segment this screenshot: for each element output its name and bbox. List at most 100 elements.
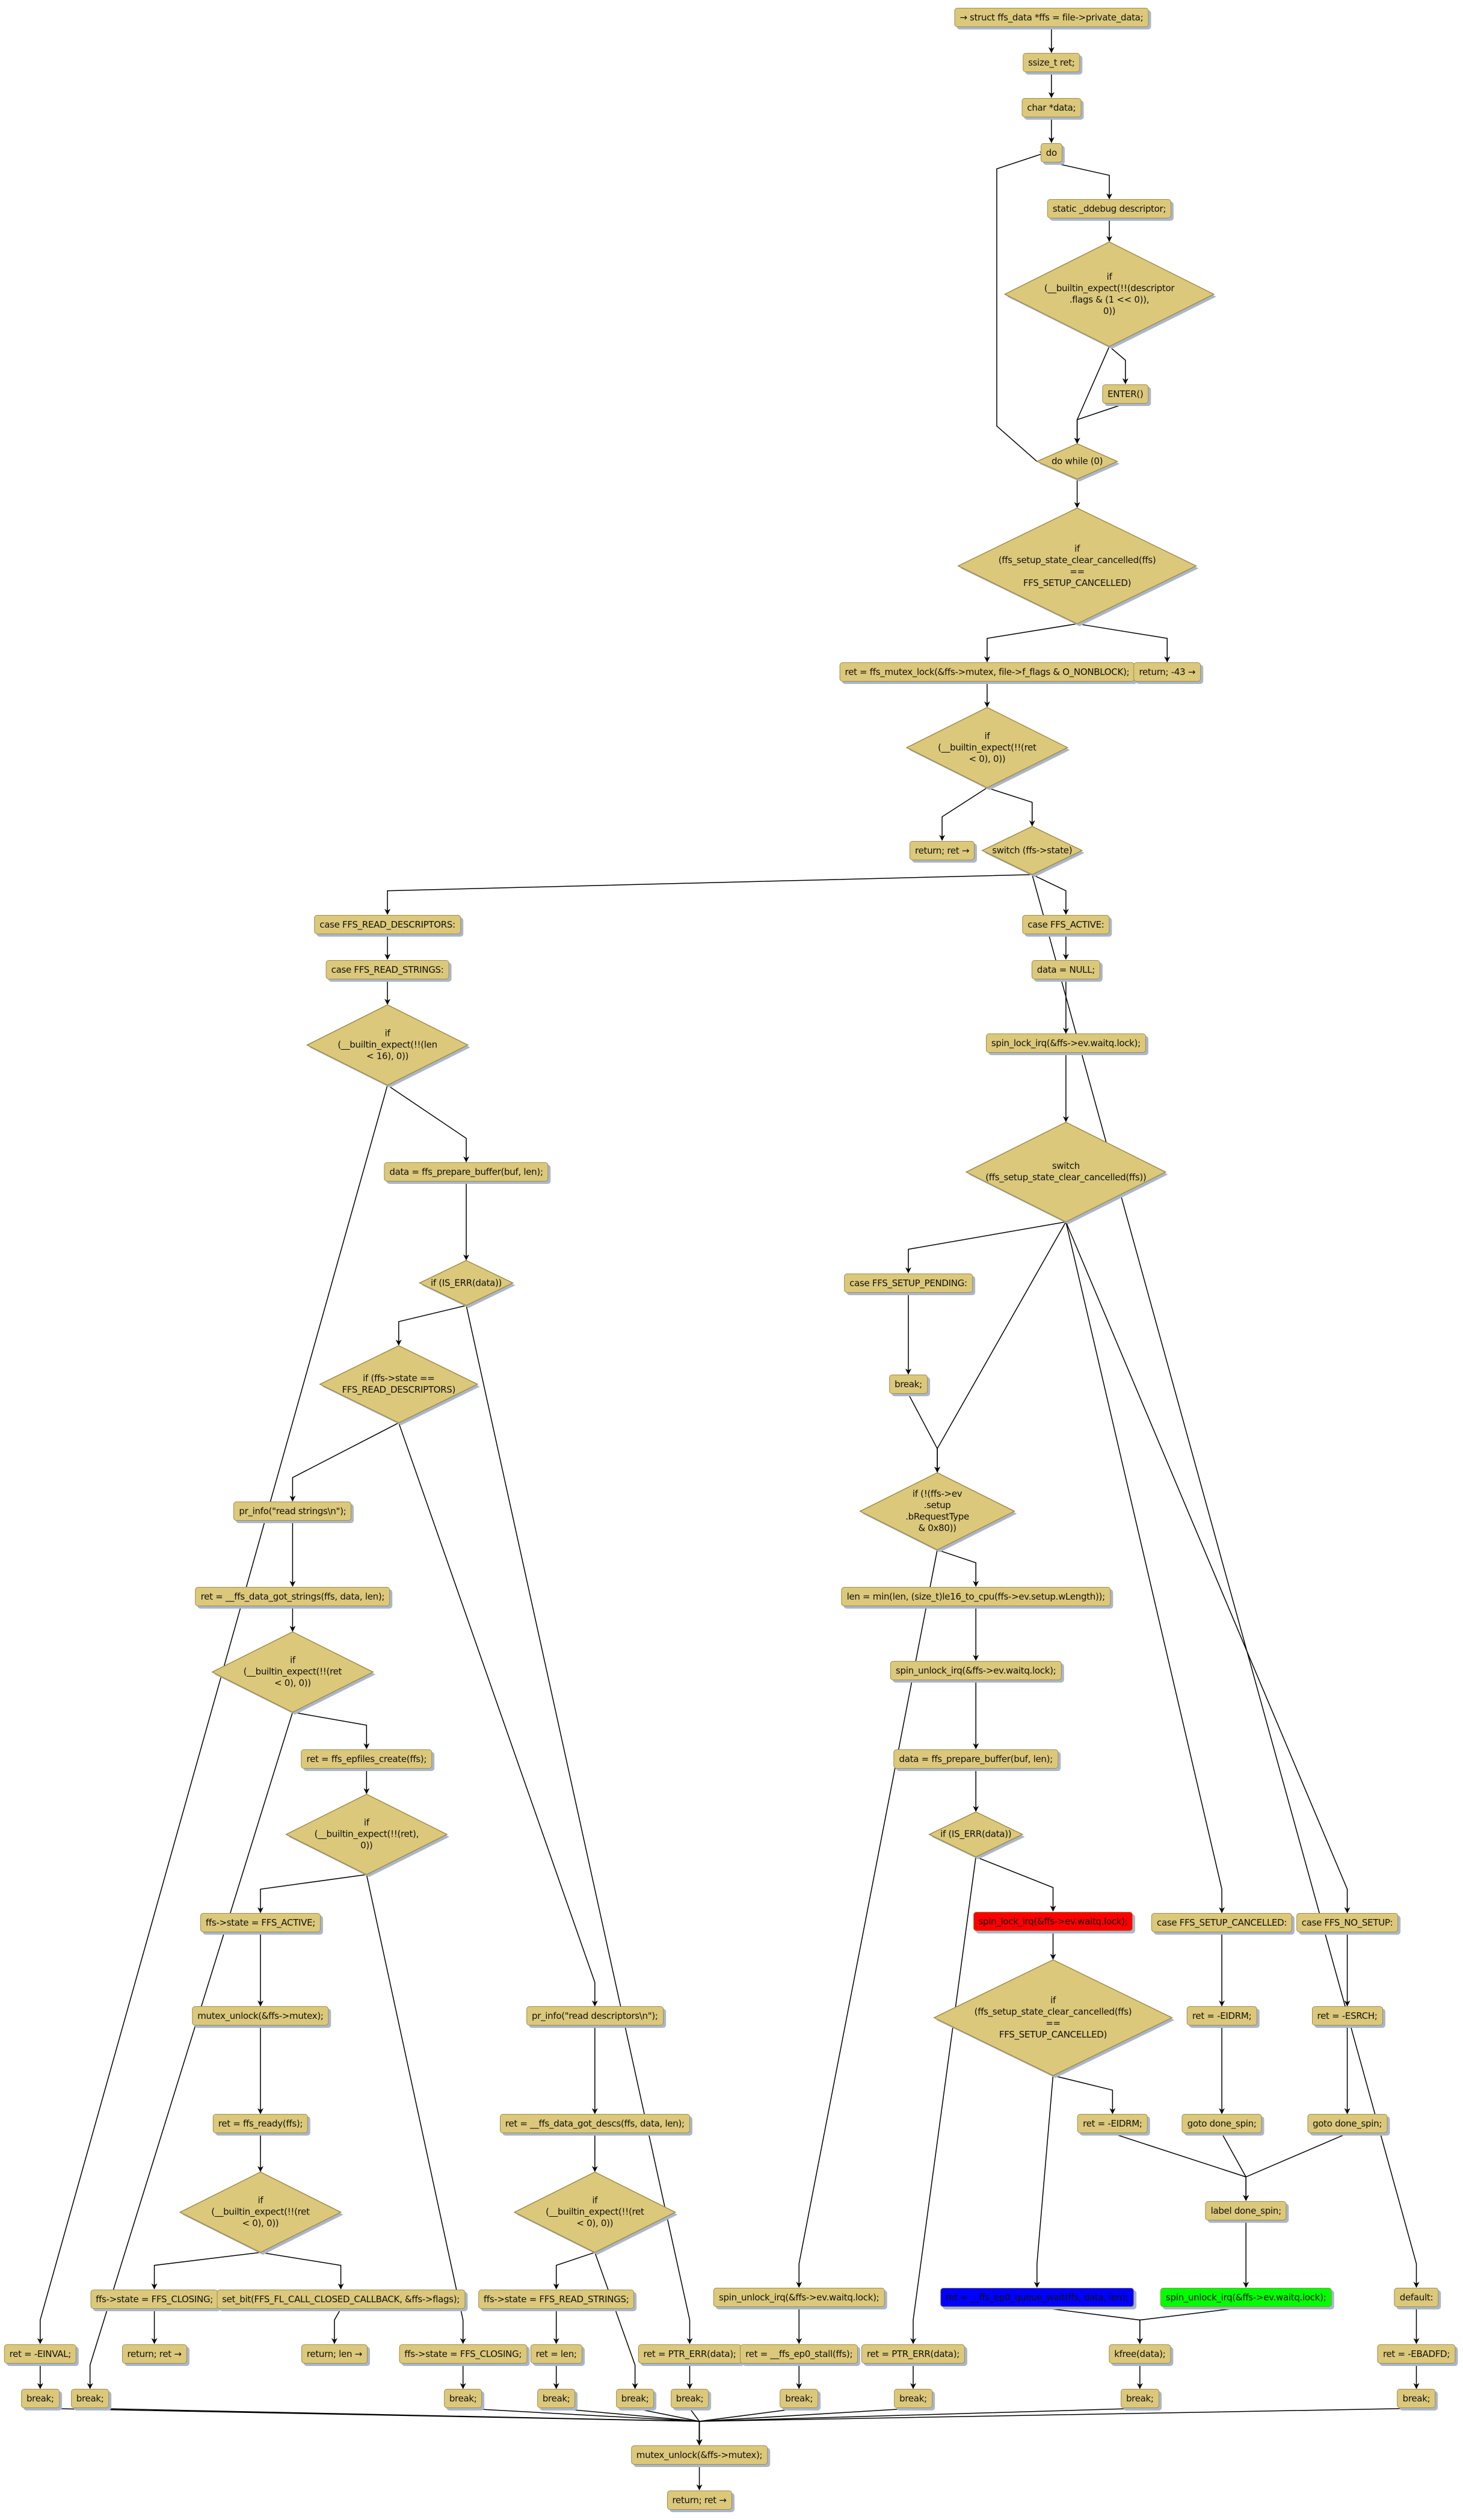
- statement-node-n54[interactable]: ret = PTR_ERR(data);: [861, 2344, 966, 2364]
- statement-node-n32[interactable]: case FFS_ACTIVE:: [1022, 914, 1110, 934]
- decision-node-d10[interactable]: [285, 1793, 448, 1876]
- statement-node-n50[interactable]: spin_unlock_irq(&ffs->ev.waitq.lock);: [1160, 2288, 1332, 2308]
- edge: [1065, 1221, 1225, 1914]
- decision-node-d5[interactable]: [981, 825, 1083, 875]
- decision-label: if (ffs_setup_state_clear_cancelled(ffs)…: [974, 1995, 1132, 2041]
- statement-node-n41[interactable]: ret = -EIDRM;: [1077, 2114, 1148, 2134]
- edge: [40, 2408, 703, 2445]
- break-node[interactable]: break;: [615, 2389, 654, 2409]
- statement-node-n40[interactable]: spin_lock_irq(&ffs->ev.waitq.lock);: [973, 1911, 1133, 1931]
- edge: [635, 2408, 703, 2445]
- statement-node-n9[interactable]: return; ret →: [910, 840, 975, 860]
- statement-node-n56[interactable]: ret = -EBADFD;: [1377, 2344, 1456, 2364]
- statement-node-n13[interactable]: pr_info("read strings\n");: [233, 1502, 352, 1521]
- edge: [1051, 162, 1113, 200]
- statement-node-n45[interactable]: goto done_spin;: [1181, 2114, 1262, 2134]
- statement-node-n39[interactable]: data = ffs_prepare_buffer(buf, len);: [893, 1749, 1058, 1769]
- statement-node-n22[interactable]: return; len →: [301, 2344, 368, 2364]
- statement-node-n21[interactable]: return; ret →: [122, 2344, 187, 2364]
- statement-node-n37[interactable]: len = min(len, (size_t)le16_to_cpu(ffs->…: [841, 1586, 1110, 1606]
- statement-node-n5[interactable]: static _ddebug descriptor;: [1047, 199, 1172, 219]
- statement-node-n20[interactable]: set_bit(FFS_FL_CALL_CLOSED_CALLBACK, &ff…: [217, 2289, 466, 2309]
- statement-node-n25[interactable]: ret = __ffs_data_got_descs(ffs, data, le…: [499, 2114, 690, 2134]
- statement-node-n10[interactable]: case FFS_READ_DESCRIPTORS:: [314, 914, 461, 934]
- break-node[interactable]: break;: [1397, 2389, 1436, 2409]
- statement-node-n16[interactable]: ffs->state = FFS_ACTIVE;: [200, 1913, 321, 1933]
- edge: [384, 874, 1032, 915]
- statement-node-n43[interactable]: case FFS_SETUP_CANCELLED:: [1151, 1913, 1293, 1933]
- decision-node-d11[interactable]: [179, 2171, 342, 2254]
- statement-node-n38[interactable]: spin_unlock_irq(&ffs->ev.waitq.lock);: [890, 1660, 1062, 1680]
- statement-node-n6[interactable]: ENTER(): [1102, 384, 1149, 404]
- edge: [1112, 2133, 1249, 2201]
- decision-node-d1[interactable]: [1003, 241, 1215, 347]
- statement-node-n1[interactable]: → struct ffs_data *ffs = file->private_d…: [954, 8, 1149, 28]
- statement-node-n14[interactable]: ret = __ffs_data_got_strings(ffs, data, …: [195, 1586, 390, 1606]
- statement-node-n53[interactable]: ret = __ffs_ep0_stall(ffs);: [740, 2344, 858, 2364]
- break-node[interactable]: break;: [1120, 2389, 1159, 2409]
- statement-node-n46[interactable]: case FFS_NO_SETUP:: [1296, 1913, 1399, 1933]
- decision-node-d4[interactable]: [905, 707, 1069, 789]
- statement-node-n42[interactable]: ret = __ffs_ep0_queue_wait(ffs, data, le…: [940, 2288, 1134, 2308]
- statement-node-n31[interactable]: return; ret →: [667, 2490, 732, 2510]
- statement-node-n11[interactable]: case FFS_READ_STRINGS:: [325, 960, 449, 979]
- edge: [696, 2408, 914, 2445]
- decision-label: if (ffs->state == FFS_READ_DESCRIPTORS): [342, 1373, 456, 1396]
- decision-node-d2[interactable]: [1035, 443, 1119, 480]
- break-node[interactable]: break;: [443, 2389, 482, 2409]
- decision-node-d16[interactable]: [933, 1959, 1173, 2077]
- statement-node-n44[interactable]: ret = -EIDRM;: [1186, 2006, 1257, 2026]
- statement-node-n52[interactable]: spin_unlock_irq(&ffs->ev.waitq.lock);: [713, 2288, 885, 2308]
- statement-node-n34[interactable]: spin_lock_irq(&ffs->ev.waitq.lock);: [985, 1034, 1146, 1053]
- edge: [996, 151, 1046, 462]
- break-node[interactable]: break;: [894, 2389, 932, 2409]
- statement-node-n18[interactable]: ret = ffs_ready(ffs);: [212, 2114, 309, 2134]
- decision-node-d8[interactable]: [319, 1345, 479, 1424]
- decision-node-d12[interactable]: [513, 2171, 677, 2254]
- statement-node-n51[interactable]: kfree(data);: [1109, 2344, 1171, 2364]
- edge: [987, 787, 1035, 827]
- statement-node-n4[interactable]: do: [1040, 143, 1062, 162]
- statement-node-n17[interactable]: mutex_unlock(&ffs->mutex);: [192, 2006, 329, 2026]
- edge: [1074, 346, 1110, 444]
- statement-node-n48[interactable]: goto done_spin;: [1307, 2114, 1388, 2134]
- statement-node-n15[interactable]: ret = ffs_epfiles_create(ffs);: [301, 1749, 433, 1769]
- break-node[interactable]: break;: [537, 2389, 576, 2409]
- statement-node-n28[interactable]: ret = PTR_ERR(data);: [638, 2344, 742, 2364]
- statement-node-n23[interactable]: ffs->state = FFS_CLOSING;: [399, 2344, 528, 2364]
- statement-node-n30[interactable]: mutex_unlock(&ffs->mutex);: [630, 2445, 768, 2465]
- statement-node-n35[interactable]: case FFS_SETUP_PENDING:: [844, 1273, 973, 1293]
- break-node[interactable]: break;: [780, 2389, 819, 2409]
- decision-label: if (ffs_setup_state_clear_cancelled(ffs)…: [998, 543, 1156, 588]
- statement-node-n24[interactable]: pr_info("read descriptors\n");: [526, 2006, 664, 2026]
- decision-node-d9[interactable]: [211, 1631, 374, 1713]
- edge: [1065, 1221, 1351, 1914]
- statement-node-n7[interactable]: ret = ffs_mutex_lock(&ffs->mutex, file->…: [839, 662, 1135, 682]
- decision-node-d13[interactable]: [965, 1121, 1167, 1222]
- edge: [796, 1550, 938, 2288]
- decision-label: if (__builtin_expect(!!(ret < 0), 0)): [211, 2195, 310, 2229]
- break-node[interactable]: break;: [670, 2389, 709, 2409]
- statement-node-n3[interactable]: char *data;: [1021, 98, 1082, 118]
- statement-node-n12[interactable]: data = ffs_prepare_buffer(buf, len);: [384, 1162, 549, 1182]
- statement-node-n47[interactable]: ret = -ESRCH;: [1311, 2006, 1383, 2026]
- statement-node-n49[interactable]: label done_spin;: [1205, 2201, 1287, 2220]
- edge: [553, 2252, 596, 2290]
- decision-node-d6[interactable]: [306, 1004, 469, 1086]
- statement-node-n27[interactable]: ret = len;: [530, 2344, 582, 2364]
- statement-node-n55[interactable]: default:: [1394, 2288, 1439, 2308]
- statement-node-n8[interactable]: return; -43 →: [1133, 662, 1201, 682]
- edge: [151, 2252, 261, 2290]
- decision-node-d3[interactable]: [957, 507, 1198, 624]
- statement-node-n29[interactable]: ret = -EINVAL;: [4, 2344, 76, 2364]
- decision-node-d14[interactable]: [859, 1472, 1016, 1551]
- break-node[interactable]: break;: [20, 2389, 60, 2409]
- statement-node-n36[interactable]: break;: [889, 1375, 928, 1394]
- statement-node-n2[interactable]: ssize_t ret;: [1023, 53, 1080, 73]
- decision-node-d15[interactable]: [928, 1811, 1024, 1858]
- statement-node-n19[interactable]: ffs->state = FFS_CLOSING;: [90, 2289, 219, 2309]
- decision-node-d7[interactable]: [418, 1260, 514, 1306]
- statement-node-n33[interactable]: data = NULL;: [1031, 960, 1101, 979]
- statement-node-n26[interactable]: ffs->state = FFS_READ_STRINGS;: [478, 2289, 635, 2309]
- break-node[interactable]: break;: [70, 2389, 109, 2409]
